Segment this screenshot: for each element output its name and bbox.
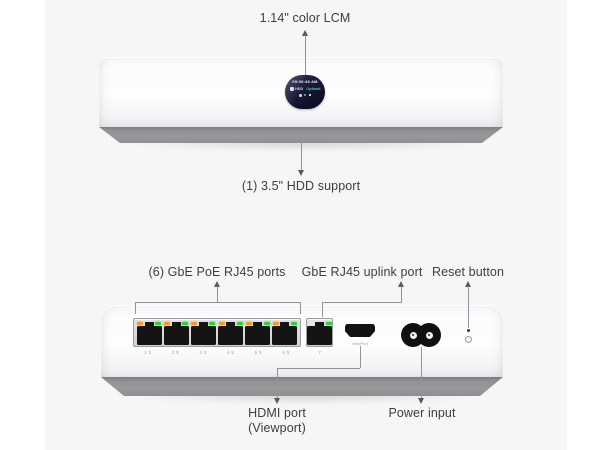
poe-bracket-horizontal [135,302,301,303]
uplink-port-group [306,318,333,347]
lcm-hdd-status: Optimal [306,87,321,91]
poe-port-6 [272,321,298,345]
uplink-callout-arrow [397,281,404,287]
lcm-display: 09:30:48 AM HDD Optimal [285,75,325,109]
hdmi-callout-label: HDMI port (Viewport) [248,406,306,435]
poe-bolt-icon: ↯ [203,350,207,355]
lcm-hdd-label: HDD [295,87,304,91]
poe-led-orange [137,321,143,325]
lcm-callout-line [304,35,306,75]
reset-callout-label: Reset button [431,265,505,279]
poe-bracket-left-end [135,302,136,314]
link-led-green [182,321,189,325]
poe-port-2 [163,321,189,345]
lcm-time: 09:30:48 AM [292,79,318,84]
hdd-callout-label: (1) 3.5" HDD support [241,179,361,193]
reset-button [465,336,472,343]
reset-callout-dot [466,329,470,332]
poe-port-5 [245,321,271,345]
uplink-callout-label: GbE RJ45 uplink port [301,265,423,279]
hdmi-port-label: ViewPort [352,341,368,346]
hdmi-callout-horizontal [277,368,360,369]
poe-led-orange [191,321,198,325]
power-inlet [401,323,441,347]
poe-port-1 [136,321,162,345]
hdmi-callout-arrow [273,398,280,404]
hdd-callout-arrow [297,170,304,176]
link-led-green [209,321,216,325]
uplink-callout-horizontal [322,302,401,303]
power-callout-arrow [417,398,424,404]
hdd-icon [289,87,294,91]
poe-led-orange [245,321,252,325]
poe-bolt-icon: ↯ [148,350,152,355]
poe-ports-callout-label: (6) GbE PoE RJ45 ports [148,265,286,279]
poe-bolt-icon: ↯ [175,350,180,355]
poe-led-orange [272,321,279,325]
poe-port-3 [190,321,216,345]
uplink-callout-drop [322,302,323,317]
hdmi-port [345,324,375,337]
poe-bolt-icon: ↯ [230,350,235,355]
poe-bolt-icon: ↯ [285,350,290,355]
lcm-footer-icons [285,94,325,97]
hdd-callout-line [300,143,302,170]
uplink-port-number: 7 [318,350,321,355]
poe-port-numbers: 1 ↯ 2 ↯ 3 ↯ 4 ↯ 5 ↯ 6 ↯ [144,350,290,355]
uplink-led-off [307,321,314,325]
power-callout-line [420,347,422,398]
poe-led-orange [164,321,171,325]
lcm-callout-label: 1.14" color LCM [259,11,351,25]
uplink-callout-stem [400,286,402,303]
poe-bolt-icon: ↯ [258,350,263,355]
link-led-green [236,321,243,325]
status-dot-icon [304,94,307,97]
uplink-port [307,321,332,345]
link-led-green [290,321,297,325]
link-led-green [263,321,270,325]
link-led-green [155,321,161,325]
lcm-callout-arrow [301,30,308,36]
poe-port-4 [218,321,244,345]
reset-callout-arrow [464,281,471,287]
network-state-icon [308,94,311,97]
poe-callout-stem [216,286,218,302]
hdmi-callout-drop [359,346,361,368]
power-callout-label: Power input [388,406,456,420]
hdmi-callout-stem [276,368,278,398]
reset-callout-line [467,286,469,328]
power-state-icon [299,94,302,97]
poe-callout-arrow [213,281,220,287]
poe-bracket-right-end [300,302,301,314]
poe-port-group [133,318,301,347]
link-led-green [325,321,332,325]
device-front-base [99,127,503,143]
device-rear-base [101,377,503,396]
poe-led-orange [218,321,225,325]
